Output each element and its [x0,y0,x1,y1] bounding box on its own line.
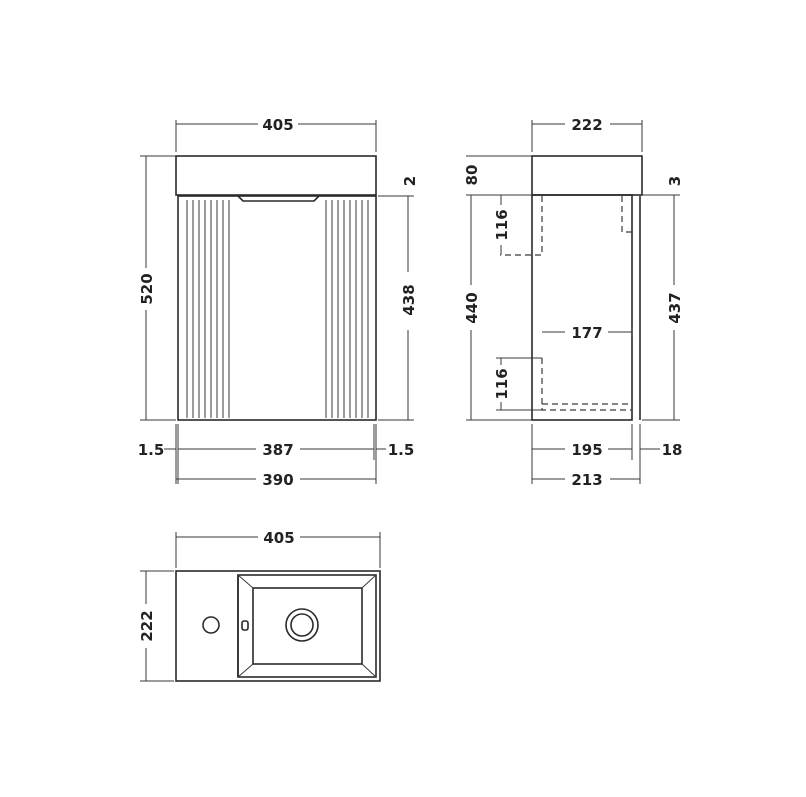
label-side-total-depth: 213 [571,471,602,489]
label-front-height: 520 [138,273,156,304]
plan-outline [175,570,381,682]
label-side-body-height: 440 [463,292,481,323]
front-door [177,195,377,421]
dim-plan-width: 405 [175,529,381,568]
dim-plan-depth: 222 [138,570,174,682]
plan-overflow [241,620,249,631]
side-lower-hidden [541,358,632,411]
label-side-top-gap: 3 [666,176,684,186]
label-side-carcass-depth: 195 [571,441,602,459]
label-plan-width: 405 [263,529,294,547]
label-front-right-gap: 1.5 [388,441,415,459]
plan-waste-inner [290,613,314,637]
side-view: 222 80 440 116 177 [463,116,684,489]
side-basin-top [531,155,643,196]
front-basin-top [175,155,377,196]
label-front-left-gap: 1.5 [138,441,165,459]
dim-side-inner-depth: 177 [542,324,633,342]
label-front-top-width: 405 [262,116,293,134]
label-side-shelf-top: 116 [493,209,511,240]
left-fluting [186,200,230,418]
label-front-door-height: 438 [400,284,418,315]
plan-bowl-outer [237,574,377,678]
front-view: 405 520 2 438 [138,116,419,489]
front-handle [237,195,320,202]
dim-side-right-vertical: 3 437 [642,176,684,421]
dim-front-height: 520 [138,155,176,421]
dim-side-shelf-top: 116 [493,194,532,255]
plan-view: 405 222 [138,529,381,682]
label-side-top-thickness: 80 [463,165,481,186]
dim-front-top-width: 405 [175,116,377,152]
dim-side-bottom: 195 18 213 [531,424,683,489]
label-plan-depth: 222 [138,610,156,641]
dim-front-bottom: 1.5 387 1.5 390 [138,424,415,489]
label-front-top-gap: 2 [401,176,419,186]
label-side-door-height: 437 [666,292,684,323]
label-front-door-width: 387 [262,441,293,459]
label-side-shelf-bottom: 116 [493,368,511,399]
dim-front-top-gap: 2 [378,176,419,197]
plan-tap-hole [202,616,220,634]
side-carcass [531,194,633,421]
plan-waste-outer [285,608,319,642]
label-front-body-width: 390 [262,471,293,489]
label-side-depth: 222 [571,116,602,134]
label-side-inner-depth: 177 [571,324,602,342]
label-side-door-thickness: 18 [662,441,683,459]
dim-front-door-height: 438 [378,196,418,421]
dim-side-shelf-bottom: 116 [493,357,542,411]
dim-side-depth: 222 [531,116,643,152]
plan-bowl-inner [252,587,363,665]
right-fluting [325,200,369,418]
side-rear-hidden [621,196,632,233]
